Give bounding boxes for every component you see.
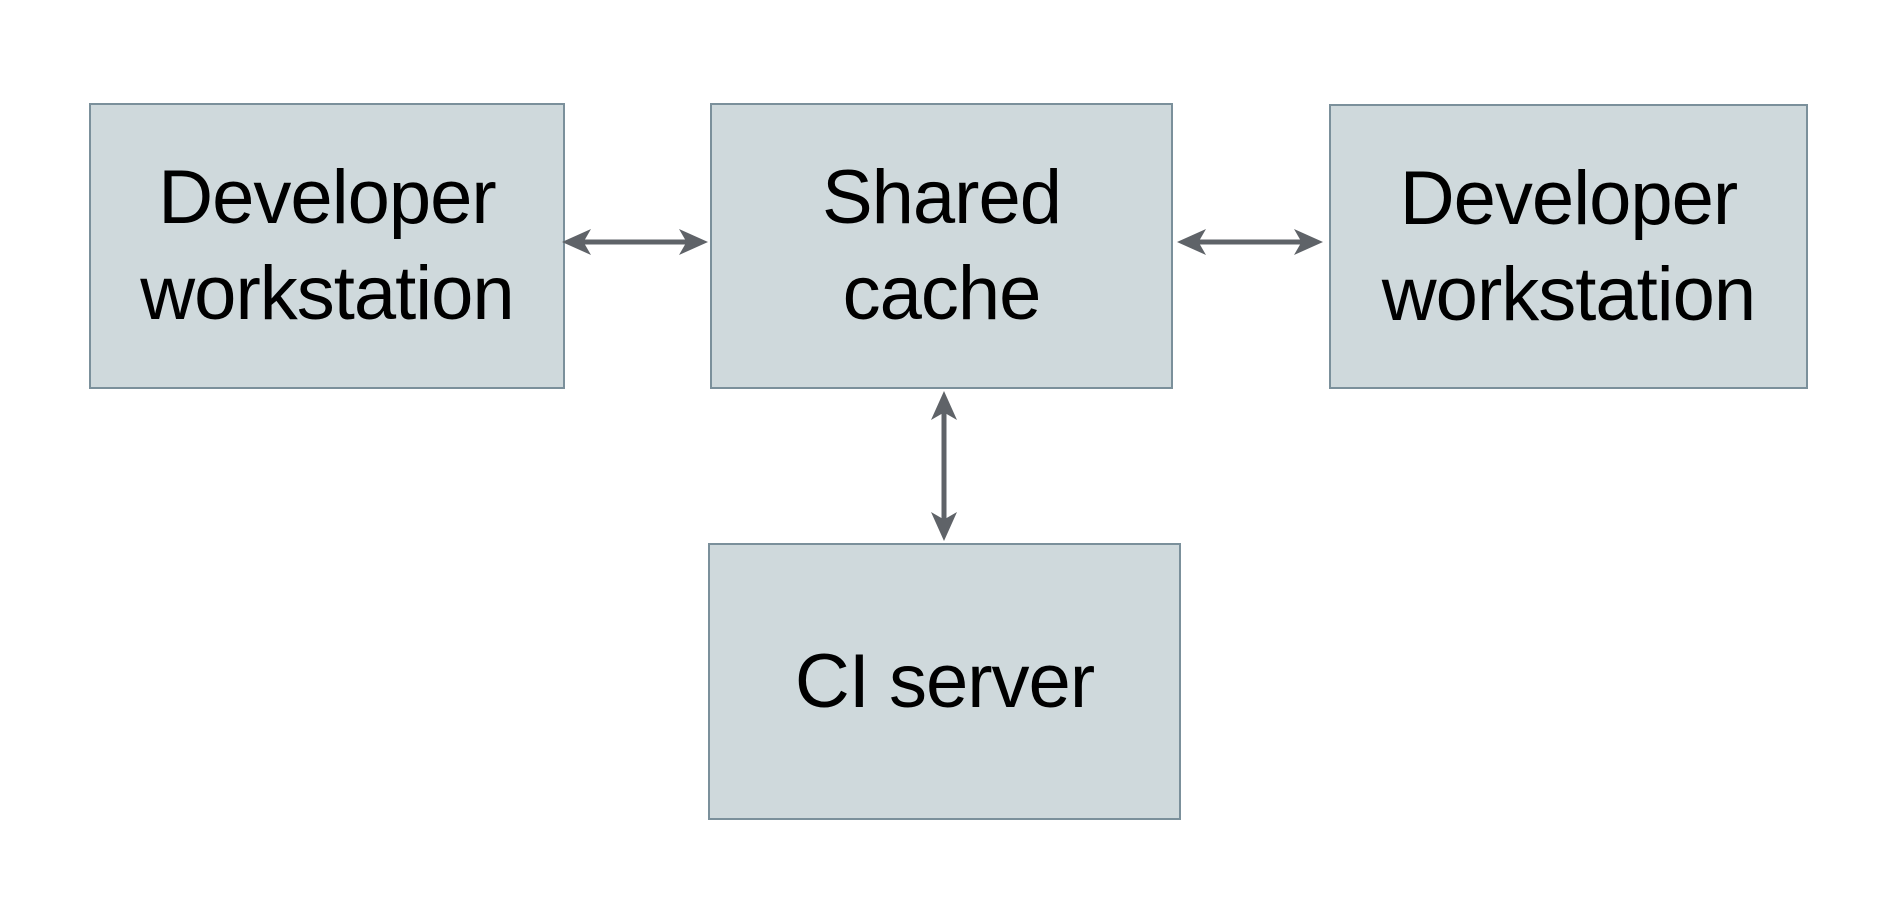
node-label: Developer workstation xyxy=(1381,155,1756,337)
node-ci-server: CI server xyxy=(708,543,1181,820)
node-shared-cache: Shared cache xyxy=(710,103,1173,389)
double-arrow-horizontal-icon xyxy=(562,229,708,255)
bidirectional-arrow-cache-right-workstation xyxy=(1175,226,1325,258)
node-developer-workstation-right: Developer workstation xyxy=(1329,104,1808,389)
double-arrow-vertical-icon xyxy=(931,391,957,541)
node-label: Developer workstation xyxy=(140,155,514,336)
bidirectional-arrow-left-workstation-cache xyxy=(560,226,710,258)
bidirectional-arrow-cache-ci-server xyxy=(928,389,960,543)
node-label: CI server xyxy=(794,638,1095,724)
node-label: Shared cache xyxy=(821,155,1062,336)
node-developer-workstation-left: Developer workstation xyxy=(89,103,565,389)
double-arrow-horizontal-icon xyxy=(1177,229,1323,255)
